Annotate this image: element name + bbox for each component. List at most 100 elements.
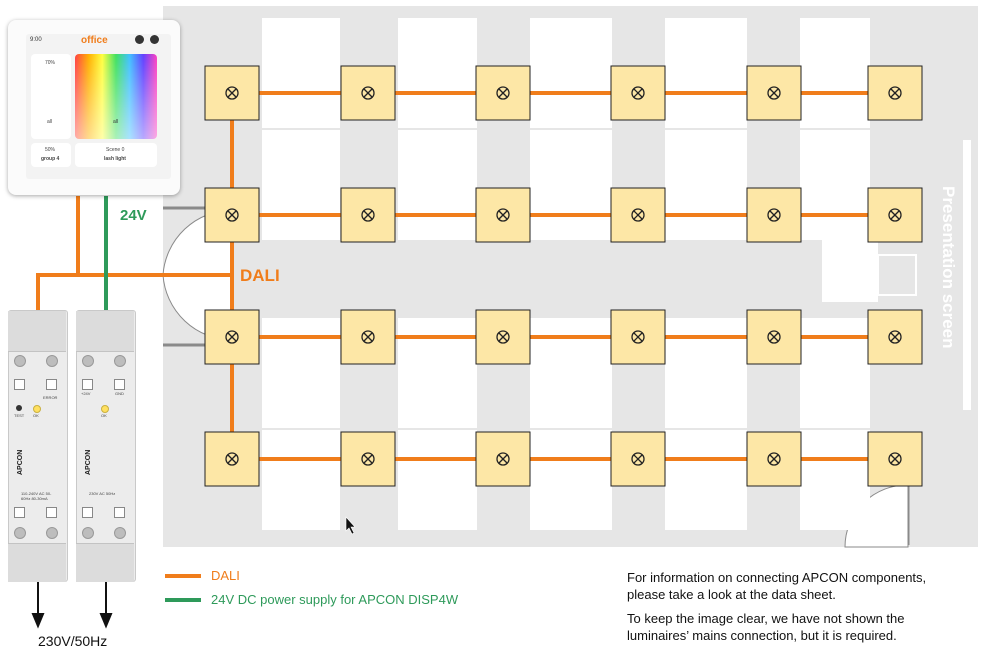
presentation-screen-label: Presentation screen — [939, 186, 958, 349]
touch-panel-disp4w: 9:00 office 70% all all 50% group 4 Scen… — [8, 20, 180, 195]
desk — [300, 130, 340, 240]
panel-title: office — [81, 35, 108, 46]
screw-terminal-icon — [114, 527, 126, 539]
terminal-icon — [82, 379, 93, 390]
screw-terminal-icon — [82, 527, 94, 539]
desk — [530, 130, 570, 240]
desk — [840, 318, 870, 428]
dali-power-supply-module: TEST OK ERROR APCON 110-240V AC 50-60Hz … — [8, 310, 68, 582]
lamp-cross-circle-icon — [631, 452, 645, 466]
desk — [665, 318, 705, 428]
module-top-cap — [8, 311, 66, 352]
ok-label: OK — [33, 413, 39, 418]
desk — [530, 430, 570, 530]
terminal-icon — [14, 507, 25, 518]
terminal-icon — [82, 507, 93, 518]
luminaire — [746, 431, 802, 487]
terminal-icon — [46, 379, 57, 390]
test-label: TEST — [14, 413, 25, 418]
supply-voltage-label: 24V — [120, 207, 147, 224]
luminaire-body — [340, 65, 396, 121]
desk — [300, 430, 340, 530]
tile-brightness-value: 70% — [45, 60, 56, 66]
screw-terminal-icon — [14, 527, 26, 539]
controller-wires — [36, 196, 232, 310]
legend-label-dali: DALI — [211, 568, 240, 583]
lamp-cross-circle-icon — [361, 208, 375, 222]
luminaire — [340, 187, 396, 243]
mains-voltage-label: 230V/50Hz — [38, 633, 108, 649]
luminaire-body — [867, 187, 923, 243]
luminaire — [867, 309, 923, 365]
desk — [570, 130, 612, 240]
lamp-cross-circle-icon — [631, 86, 645, 100]
luminaire — [475, 309, 531, 365]
luminaire-grid — [204, 65, 923, 487]
desk — [840, 18, 870, 128]
edit-icon — [135, 35, 144, 44]
screw-terminal-icon — [46, 527, 58, 539]
tile-scene: Scene 0 lash light — [75, 143, 157, 167]
mains-arrows — [31, 580, 113, 629]
tile-group: 50% group 4 — [31, 143, 71, 167]
plus-24v-label: +24V — [81, 391, 91, 396]
legend-swatch-24v — [165, 598, 201, 602]
legend-label-24v: 24V DC power supply for APCON DISP4W — [211, 592, 459, 607]
tile-scene-name: lash light — [104, 156, 126, 162]
desk — [840, 430, 870, 530]
terminal-icon — [14, 379, 25, 390]
desk — [705, 18, 747, 128]
note-line-1: For information on connecting APCON comp… — [627, 570, 927, 585]
desk — [530, 318, 570, 428]
legend-swatch-dali — [165, 574, 201, 578]
luminaire — [867, 187, 923, 243]
lamp-cross-circle-icon — [225, 208, 239, 222]
luminaire-body — [204, 431, 260, 487]
lamp-cross-circle-icon — [225, 452, 239, 466]
desk — [800, 430, 840, 530]
luminaire — [475, 187, 531, 243]
module-top-cap — [76, 311, 134, 352]
lamp-cross-circle-icon — [361, 330, 375, 344]
gnd-label: GND — [115, 391, 124, 396]
ok-led-icon — [33, 405, 41, 413]
lamp-cross-circle-icon — [225, 86, 239, 100]
tile-brightness-label: all — [47, 119, 53, 125]
lamp-cross-circle-icon — [631, 330, 645, 344]
luminaire — [475, 65, 531, 121]
luminaire — [610, 65, 666, 121]
desk — [435, 18, 477, 128]
desk — [398, 318, 438, 428]
desk — [840, 130, 870, 240]
note-line-3: To keep the image clear, we have not sho… — [627, 611, 905, 626]
desk — [705, 318, 747, 428]
ok-label: OK — [101, 413, 107, 418]
desk — [570, 430, 612, 530]
desk — [398, 130, 438, 240]
dc-power-supply-module: +24V GND OK APCON 230V AC 50Hz — [76, 310, 136, 582]
lamp-cross-circle-icon — [888, 452, 902, 466]
lamp-cross-circle-icon — [767, 330, 781, 344]
terminal-icon — [114, 507, 125, 518]
screw-terminal-icon — [82, 355, 94, 367]
luminaire — [610, 309, 666, 365]
luminaire — [475, 431, 531, 487]
lectern-outline — [877, 254, 917, 296]
desk — [665, 18, 705, 128]
note-line-4: luminaires’ mains connection, but it is … — [627, 628, 897, 643]
error-label: ERROR — [43, 395, 58, 400]
module-input-rating: 230V AC 50Hz — [89, 491, 116, 496]
desk — [435, 130, 477, 240]
desk — [435, 318, 477, 428]
lamp-cross-circle-icon — [496, 86, 510, 100]
luminaire — [746, 309, 802, 365]
terminal-icon — [46, 507, 57, 518]
screw-terminal-icon — [114, 355, 126, 367]
lamp-cross-circle-icon — [631, 208, 645, 222]
desks — [262, 18, 917, 530]
lamp-cross-circle-icon — [767, 86, 781, 100]
screw-terminal-icon — [14, 355, 26, 367]
lamp-cross-circle-icon — [361, 452, 375, 466]
lamp-cross-circle-icon — [496, 208, 510, 222]
